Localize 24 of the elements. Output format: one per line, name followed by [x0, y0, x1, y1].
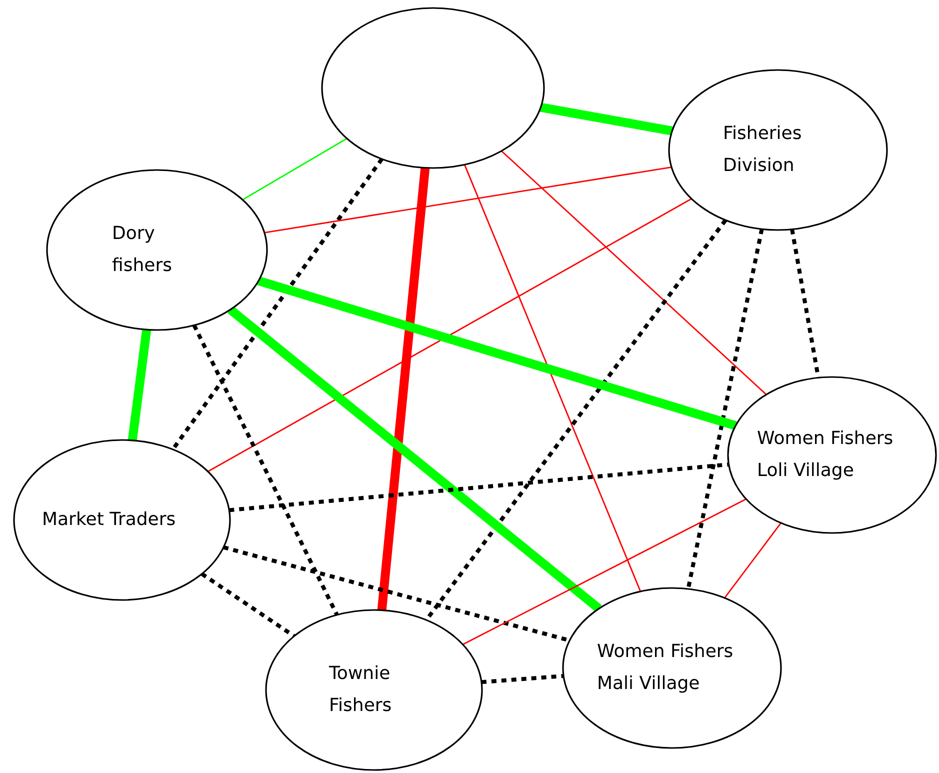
thick-line — [540, 102, 673, 136]
dotted-line — [481, 674, 564, 684]
thin-line — [462, 498, 746, 646]
dotted-line — [171, 158, 384, 451]
node-label: Dory fishers — [112, 222, 173, 278]
node-label: Women Fishers Mali Village — [597, 640, 734, 696]
node-label: Townie Fishers — [329, 662, 393, 718]
thin-line — [464, 164, 642, 592]
dotted-line — [229, 462, 729, 512]
thin-line — [208, 198, 692, 472]
node-label: Women Fishers Loli Village — [757, 427, 894, 483]
thick-line — [128, 329, 152, 441]
dotted-line — [200, 572, 296, 638]
thick-line — [257, 276, 737, 430]
thick-line — [377, 167, 430, 611]
node-label: Fisheries Division — [723, 122, 803, 178]
thin-line — [242, 138, 348, 200]
thick-line — [228, 306, 602, 612]
thin-line — [724, 522, 782, 598]
node-label: Market Traders — [42, 508, 177, 532]
dotted-line — [192, 324, 339, 616]
dotted-line — [686, 228, 764, 590]
thin-line — [264, 166, 672, 234]
thin-line — [500, 150, 767, 396]
